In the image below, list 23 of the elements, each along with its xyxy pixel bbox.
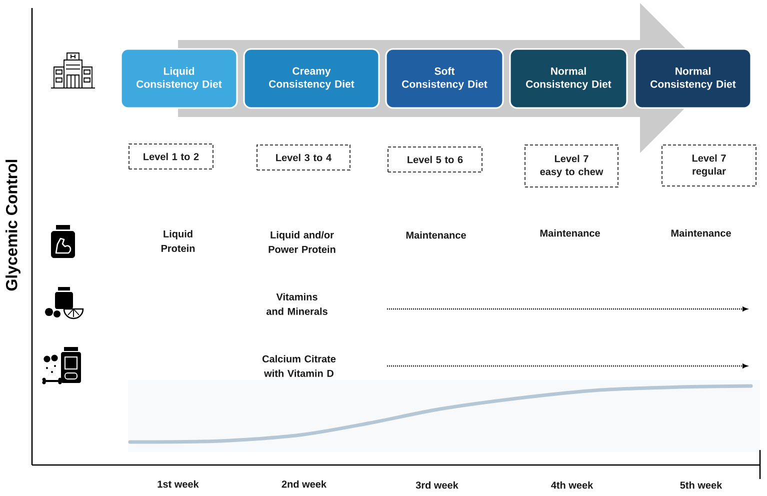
level-box: Level 3 to 4 xyxy=(256,144,350,170)
supplement-label: Liquid and/or Power Protein xyxy=(268,231,336,253)
diet-stage-box: Liquid Consistency Diet xyxy=(120,48,238,109)
supplement-label: Liquid Protein xyxy=(161,230,195,252)
axis-title: Glycemic Control xyxy=(6,160,20,291)
level-box: Level 1 to 2 xyxy=(128,144,214,170)
diet-stage-box: Creamy Consistency Diet xyxy=(243,48,380,109)
week-label: 3rd week xyxy=(416,481,458,489)
diet-stage-box: Normal Consistency Diet xyxy=(509,48,628,109)
week-label: 5th week xyxy=(680,481,722,489)
supplement-label: Maintenance xyxy=(406,231,466,239)
level-box: Level 5 to 6 xyxy=(388,146,482,172)
week-label: 4th week xyxy=(551,481,594,489)
diet-stage-box: Soft Consistency Diet xyxy=(385,48,504,109)
diet-stage-box: Normal Consistency Diet xyxy=(634,48,752,109)
level-box: Level 7 regular xyxy=(662,144,756,186)
week-label: 2nd week xyxy=(282,480,327,488)
level-box: Level 7 easy to chew xyxy=(524,144,618,188)
supplement-label: Maintenance xyxy=(540,229,600,237)
supplement-label: Maintenance xyxy=(671,229,731,237)
supplement-label: Calcium Citrate with Vitamin D xyxy=(262,355,336,377)
week-label: 1st week xyxy=(158,480,199,488)
supplement-label: Vitamins and Minerals xyxy=(266,293,328,315)
